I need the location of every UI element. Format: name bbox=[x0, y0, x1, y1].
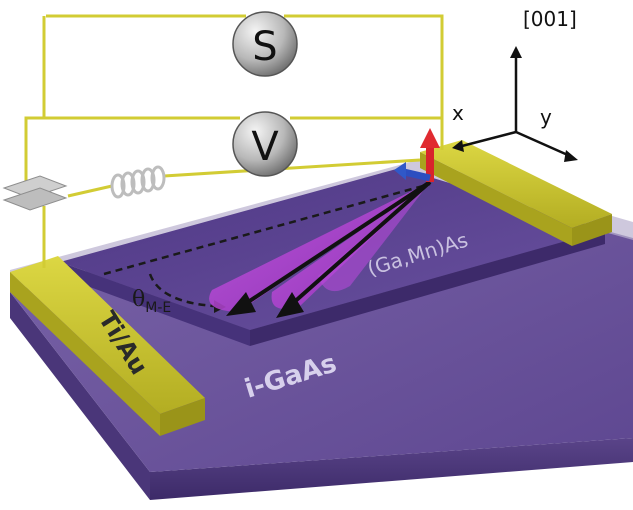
angle-indicator bbox=[103, 182, 431, 308]
axis-arrow-x bbox=[452, 140, 464, 152]
axis-arrow-001 bbox=[510, 46, 522, 58]
angle-label: θM-E bbox=[132, 287, 171, 316]
angle-symbol: θ bbox=[132, 287, 145, 312]
inductor-coil bbox=[110, 165, 166, 199]
ferromagnetic-film bbox=[60, 168, 605, 346]
magnetization-arrows bbox=[226, 180, 432, 318]
axis-001-label: [001] bbox=[523, 7, 577, 31]
axis-y-label: y bbox=[540, 105, 552, 129]
capacitor bbox=[2, 175, 68, 211]
angle-subscript: M-E bbox=[145, 300, 171, 316]
axis-arrow-y bbox=[564, 150, 578, 162]
coordinate-axes bbox=[461, 52, 571, 158]
field-vectors bbox=[394, 128, 440, 182]
signal-source: S bbox=[232, 11, 298, 77]
voltmeter-symbol: V bbox=[251, 124, 279, 170]
left-electrode bbox=[10, 256, 205, 436]
voltmeter: V bbox=[232, 111, 298, 177]
circuit-wires bbox=[24, 14, 444, 268]
axis-x-label: x bbox=[452, 101, 464, 125]
right-electrode bbox=[420, 140, 612, 246]
source-symbol: S bbox=[252, 24, 277, 70]
